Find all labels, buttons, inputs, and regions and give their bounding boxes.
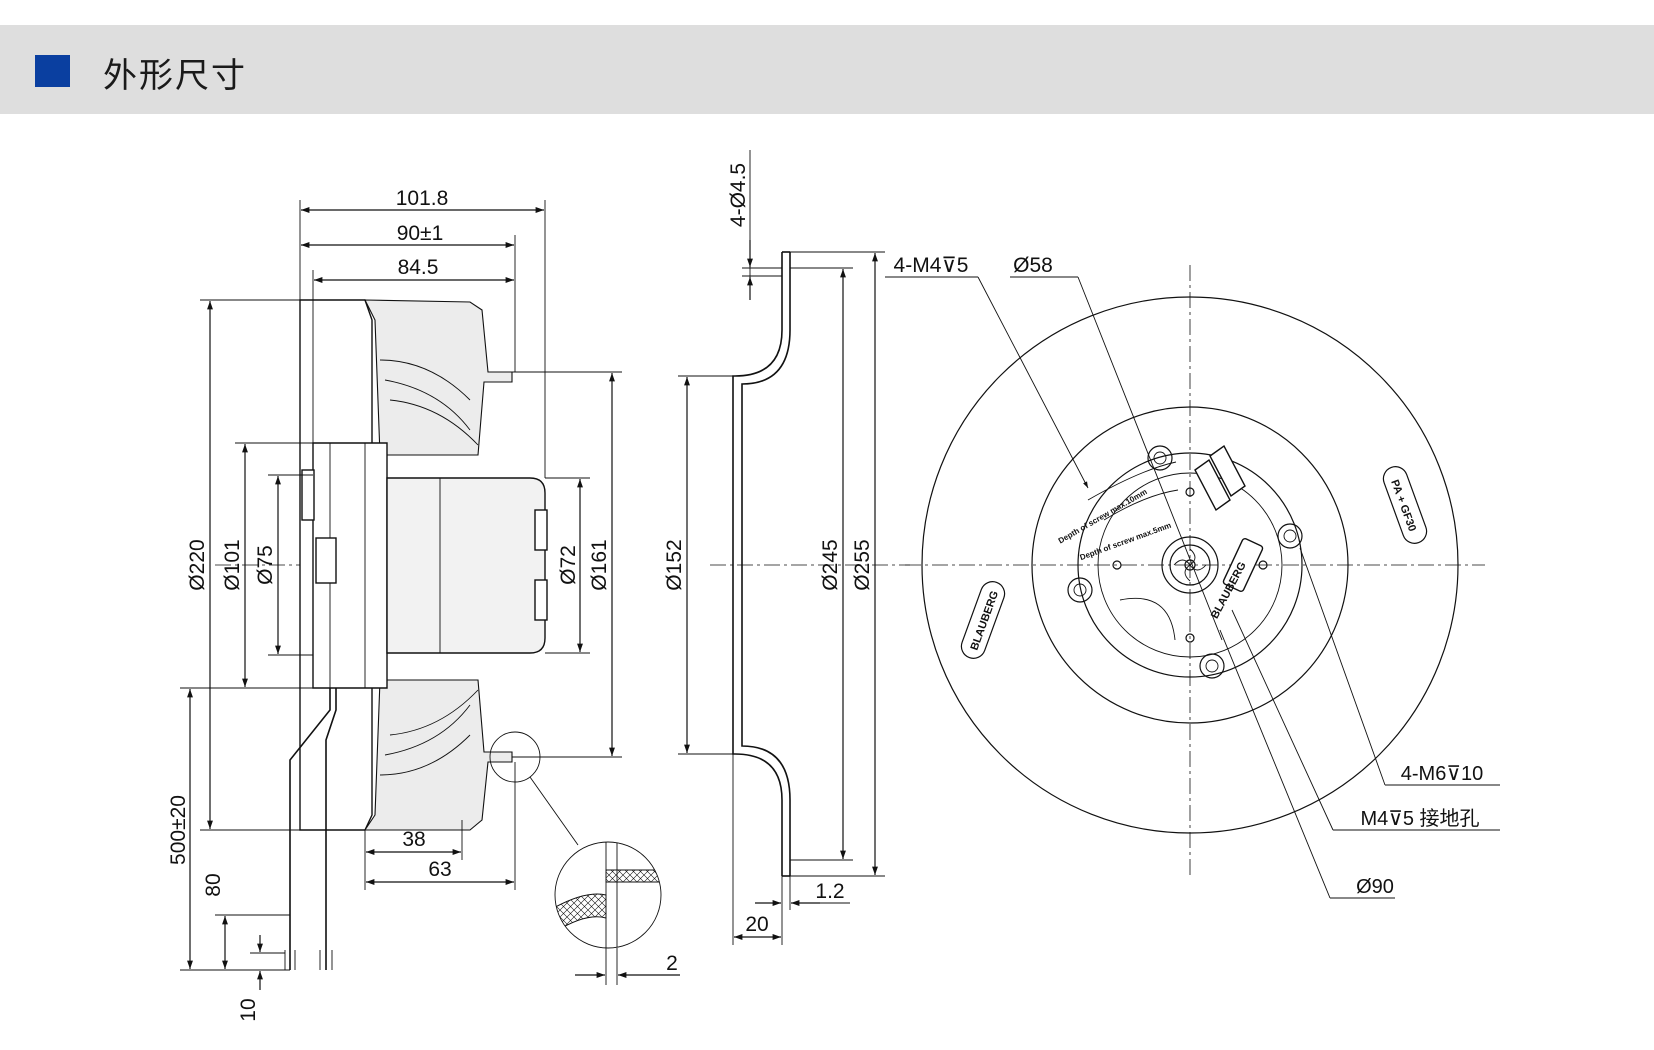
inlet-ring-profile-inner — [741, 252, 791, 876]
label-4-m4: 4-M4⊽5 — [894, 254, 969, 277]
motor-flange — [312, 442, 388, 689]
dim-2: 2 — [666, 952, 678, 975]
dim-101-8: 101.8 — [396, 187, 449, 210]
outer-disc — [921, 296, 1459, 834]
label-d90: Ø90 — [1356, 876, 1394, 898]
dim-d101: Ø101 — [221, 539, 244, 590]
terminal-box — [315, 537, 337, 584]
hub-outer — [1161, 536, 1219, 594]
label-brand-left: BLAUBERG — [969, 589, 1002, 652]
lower-blade-curves — [379, 689, 479, 776]
motor-body — [386, 477, 546, 654]
dim-d152: Ø152 — [663, 539, 686, 590]
hub-inner — [1169, 544, 1211, 586]
label-d58: Ø58 — [1013, 254, 1053, 277]
motor-outline — [1077, 452, 1303, 678]
detail-marker-circle — [489, 731, 541, 783]
dim-1-2: 1.2 — [815, 880, 844, 903]
front-view: BLAUBERG PA + GF30 BLAUBERG Depth of scr… — [885, 254, 1500, 899]
dim-63: 63 — [428, 858, 451, 881]
upper-impeller — [364, 299, 513, 456]
upper-blade-curves — [379, 359, 479, 446]
inlet-ring — [1031, 406, 1349, 724]
inlet-ring-profile-outer — [732, 252, 783, 876]
pitch-circle — [1097, 472, 1283, 658]
detail-view — [554, 841, 662, 949]
label-m4-ground: M4⊽5 接地孔 — [1360, 807, 1479, 830]
cable-right — [325, 688, 337, 970]
dim-d220: Ø220 — [186, 539, 209, 590]
dim-90: 90±1 — [397, 222, 444, 245]
lower-impeller — [363, 679, 513, 831]
dim-d75: Ø75 — [254, 545, 277, 585]
dim-d72: Ø72 — [557, 545, 580, 585]
dim-20: 20 — [745, 913, 768, 936]
hub-rotor-icon — [1173, 548, 1207, 582]
m4-holes — [1112, 487, 1268, 643]
dim-38: 38 — [402, 828, 425, 851]
dim-10: 10 — [237, 998, 260, 1021]
dim-84-5: 84.5 — [398, 256, 439, 279]
dim-d255: Ø255 — [851, 539, 874, 590]
header-title: 外形尺寸 — [103, 56, 247, 96]
dim-80: 80 — [202, 873, 225, 896]
dim-d245: Ø245 — [819, 539, 842, 590]
dim-d161: Ø161 — [588, 539, 611, 590]
dim-500: 500±20 — [167, 795, 190, 865]
side-view: 101.8 90±1 84.5 Ø220 Ø101 Ø75 Ø72 Ø161 3… — [167, 187, 680, 1022]
m6-screws — [1067, 445, 1303, 679]
label-4-m6: 4-M6⊽10 — [1401, 763, 1483, 785]
section-header: 外形尺寸 — [0, 25, 1654, 114]
dim-4-d4-5: 4-Ø4.5 — [727, 163, 750, 227]
cable-left — [289, 688, 331, 970]
section-view: 4-Ø4.5 Ø152 Ø245 Ø255 1.2 20 — [663, 150, 910, 945]
header-accent-square — [35, 55, 70, 87]
